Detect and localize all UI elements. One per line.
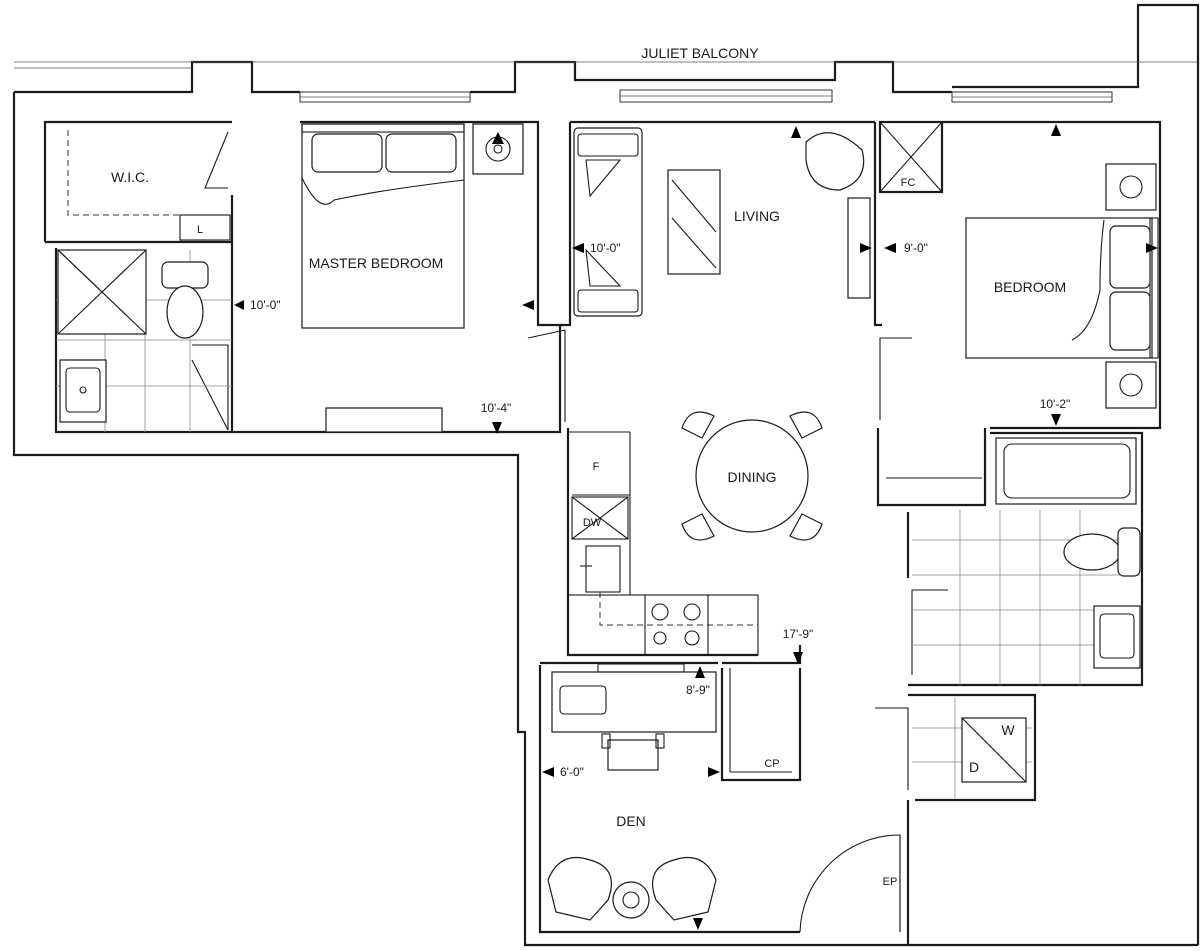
kitchen-length-dim: 17'-9" <box>783 627 814 641</box>
master-length-dim: 10'-4" <box>481 401 512 415</box>
den-furniture <box>547 663 717 921</box>
living-right-arrow <box>860 243 872 253</box>
living-top-arrow <box>791 126 801 138</box>
master-length-arrow <box>492 422 502 434</box>
dryer-label: D <box>969 759 979 775</box>
den-label: DEN <box>616 813 646 829</box>
den-left-arrow <box>542 767 554 777</box>
den-length-dim: 8'-9" <box>686 683 710 697</box>
washer-label: W <box>1001 722 1015 738</box>
dining-label: DINING <box>728 469 777 485</box>
living-furniture <box>573 127 871 317</box>
living-width-dim: 10'-0" <box>590 241 621 255</box>
bedroom-length-dim: 10'-2" <box>1040 397 1071 411</box>
living-label: LIVING <box>734 208 780 224</box>
interior-walls <box>43 120 1162 945</box>
living-right-dim: 9'-0" <box>904 241 928 255</box>
master-bedroom-label: MASTER BEDROOM <box>309 255 444 271</box>
fc-label: FC <box>901 177 916 189</box>
kitchen <box>567 494 759 656</box>
master-right-arrow <box>522 300 534 310</box>
bedroom-bottom-arrow <box>1051 414 1061 426</box>
exterior-walls <box>12 3 1200 947</box>
bathroom-2 <box>912 437 1141 685</box>
living-left-arrow <box>572 243 584 253</box>
cp-label: CP <box>764 758 779 770</box>
bedroom-left-arrow <box>884 243 896 253</box>
doors <box>191 131 948 933</box>
den-top-arrow <box>695 666 705 678</box>
kitchen-arrow <box>793 652 803 664</box>
den-right-arrow <box>708 767 720 777</box>
windows <box>299 89 1113 103</box>
bedroom-label: BEDROOM <box>994 279 1066 295</box>
ensuite-fixtures <box>57 249 209 423</box>
bedroom-right-arrow <box>1146 243 1158 253</box>
dimension-markers <box>234 124 1158 930</box>
master-top-arrow <box>492 132 504 144</box>
fridge-label: F <box>593 461 600 473</box>
laundry <box>912 698 1032 798</box>
den-bottom-arrow <box>693 918 703 930</box>
den-width-dim: 6'-0" <box>560 765 584 779</box>
wic-label: W.I.C. <box>111 169 149 185</box>
juliet-balcony-label: JULIET BALCONY <box>641 45 759 61</box>
ep-label: EP <box>883 876 898 888</box>
bedroom-furniture <box>965 163 1159 409</box>
master-width-dim: 10'-0" <box>250 298 281 312</box>
dining-set <box>681 411 823 541</box>
dishwasher-label: DW <box>583 517 602 529</box>
master-bed <box>301 123 524 433</box>
master-width-arrow <box>234 300 244 310</box>
linen-label: L <box>197 224 203 236</box>
wic-fixtures <box>67 130 231 241</box>
bedroom-top-arrow <box>1051 124 1061 136</box>
